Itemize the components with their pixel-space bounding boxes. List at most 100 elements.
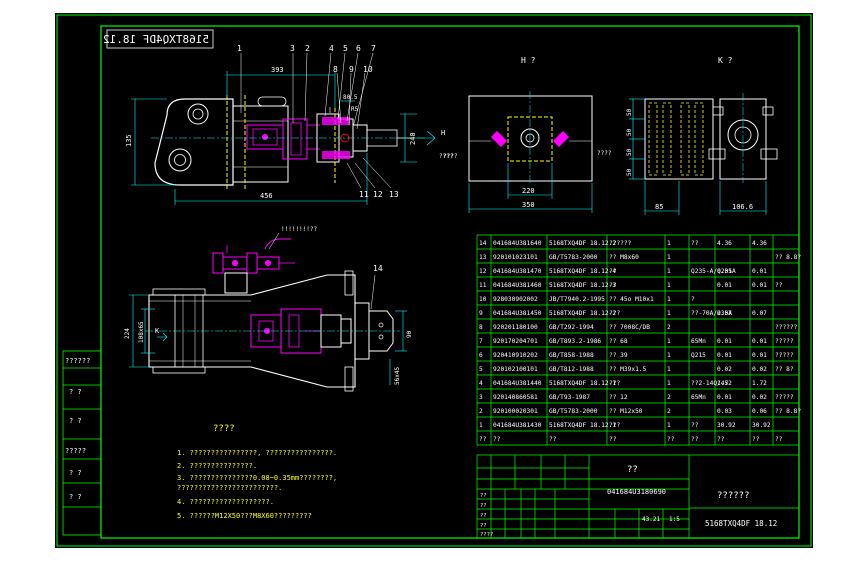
bom-cell: 920101023101 xyxy=(493,254,538,261)
bom-header-cell: ?? xyxy=(493,436,501,443)
bom-cell: GB/T5783-2000 xyxy=(549,254,598,261)
bom-cell: 5168TXQ4DF 18.12-2 xyxy=(549,310,616,317)
bom-cell: 0.02 xyxy=(752,394,767,401)
dim-393: 393 xyxy=(271,66,284,74)
balloon-10: 10 xyxy=(363,65,373,74)
bom-cell: 5168TXQ4DF 18.12.2 xyxy=(549,240,616,247)
bom-cell: 0.01 xyxy=(717,268,732,275)
view-k: K ? 50 50 50 50 85 xyxy=(626,56,778,215)
bom-cell: ?? xyxy=(609,282,617,289)
bom-cell: GB/T893.2-1986 xyxy=(549,338,601,345)
bom-cell: 4.36 xyxy=(752,240,767,247)
bottom-view: !!!!!!!!?? xyxy=(124,226,413,392)
tech-heading: ???? xyxy=(213,424,235,434)
bom-cell: ????? xyxy=(775,338,794,345)
valve-component xyxy=(212,238,295,294)
bom-cell: ?? 8? xyxy=(775,366,794,373)
outer-frame xyxy=(56,14,812,547)
bom-cell: 8 xyxy=(479,324,483,331)
bom-cell: 1.72 xyxy=(717,380,732,387)
balloon-2: 2 xyxy=(305,44,310,53)
bom-cell: ? xyxy=(691,296,695,303)
title-block-label-3: ?? xyxy=(480,513,487,519)
bom-cell: 14 xyxy=(479,240,487,247)
bom-cell: GB/T858-1988 xyxy=(549,352,594,359)
title-block-label-2: ?? xyxy=(480,503,487,509)
bom-cell: 928030902002 xyxy=(493,296,538,303)
bom-cell: 0.03 xyxy=(717,408,732,415)
bom-cell: 30.92 xyxy=(752,422,771,429)
balloon-14: 14 xyxy=(373,264,383,273)
bom-cell: GB/T5783-2000 xyxy=(549,408,598,415)
bom-cell: 920140860581 xyxy=(493,394,538,401)
bom-cell: 920100020301 xyxy=(493,408,538,415)
title-block-label-5: ???? xyxy=(480,532,493,538)
view-k-dim-50-b: 50 xyxy=(626,128,633,136)
bom-cell: 041684U381640 xyxy=(493,240,542,247)
bom-cell: ?? xyxy=(775,282,783,289)
technical-requirements: ???? 1. ????????????????, ??????????????… xyxy=(177,424,337,520)
bom-cell: 3 xyxy=(479,394,483,401)
bom-cell: 0.02 xyxy=(752,366,767,373)
bom-cell: 1 xyxy=(667,422,671,429)
bom-cell: 1 xyxy=(667,366,671,373)
bom-cell: 5168TXQ4DF 18.12-4 xyxy=(549,268,616,275)
bom-cell: 9 xyxy=(479,310,483,317)
bom-cell: 11 xyxy=(479,282,487,289)
bom-cell: 041684U381450 xyxy=(493,310,542,317)
bom-cell: 5168TXQ4DF 18.12.1 xyxy=(549,422,616,429)
cad-drawing: ?????? ? ? ? ? ????? ? ? ? ? 5168TXQ4DF … xyxy=(56,14,812,547)
bom-cell: ??? xyxy=(609,422,620,429)
bom-header-cell: ?? xyxy=(717,436,725,443)
bom-cell: 920410910202 xyxy=(493,352,538,359)
bom-cell: ?????? xyxy=(609,240,632,247)
balloon-6: 6 xyxy=(356,44,361,53)
bom-cell: ?? xyxy=(691,240,699,247)
title-block xyxy=(476,454,800,539)
bom-header-cell: ?? xyxy=(752,436,760,443)
title-stamp-text: 5168TXQ4DF 18.12 xyxy=(103,33,209,46)
bom-cell: 4.36 xyxy=(717,240,732,247)
bottom-dim-90: 90 xyxy=(406,330,413,338)
bom-cell: 4 xyxy=(479,380,483,387)
tech-line-4: ????????????????????????. xyxy=(177,484,282,492)
view-k-dim-50-c: 50 xyxy=(626,148,633,156)
bom-cell: ?? 8.8? xyxy=(775,408,801,415)
bom-cell: ?? M39x1.5 xyxy=(609,366,647,373)
balloon-12: 12 xyxy=(373,190,383,199)
left-col-label-1: ?????? xyxy=(65,357,90,365)
view-k-dim-85: 85 xyxy=(655,203,663,211)
bom-cell: Q215 xyxy=(691,352,706,359)
left-col-label-5: ? ? xyxy=(69,469,82,477)
tech-line-3: 3. ???????????????0.08~0.35mm????????, xyxy=(177,474,337,482)
bom-header-cell: ?? xyxy=(479,436,487,443)
balloon-3: 3 xyxy=(290,44,295,53)
top-view: 393 R5 80.5 135 240 456 ???? H 1 3 2 xyxy=(125,44,454,205)
dim-456: 456 xyxy=(260,192,273,200)
title-block-label-4: ?? xyxy=(480,523,487,529)
balloon-1: 1 xyxy=(237,44,242,53)
bom-cell: 1 xyxy=(667,352,671,359)
bom-cell: 2 xyxy=(479,408,483,415)
title-block-name: ?? xyxy=(627,465,638,475)
left-col-label-4: ????? xyxy=(65,447,86,455)
balloon-13: 13 xyxy=(389,190,399,199)
bom-cell: 2 xyxy=(667,394,671,401)
title-block-scale: 1:5 xyxy=(669,516,680,523)
bom-cell: ?? 68 xyxy=(609,338,628,345)
title-block-code: 041684U3180690 xyxy=(607,488,666,496)
view-h-title: H ? xyxy=(521,56,536,65)
tech-line-2: 2. ???????????????. xyxy=(177,462,257,470)
view-h: H ? 220 350 ???? ???? xyxy=(443,56,612,213)
view-k-dim-50-a: 50 xyxy=(626,108,633,116)
bom-cell: 0.01 xyxy=(717,352,732,359)
bom-cell: 1.72 xyxy=(752,380,767,387)
bom-cell: 7 xyxy=(479,338,483,345)
balloon-8: 8 xyxy=(333,65,338,74)
bom-cell: 041684U381460 xyxy=(493,282,542,289)
view-h-dim-220: 220 xyxy=(522,187,535,195)
view-marker-k: K xyxy=(155,327,160,335)
bom-cell: 920201180100 xyxy=(493,324,538,331)
bom-cell: 5 xyxy=(479,366,483,373)
